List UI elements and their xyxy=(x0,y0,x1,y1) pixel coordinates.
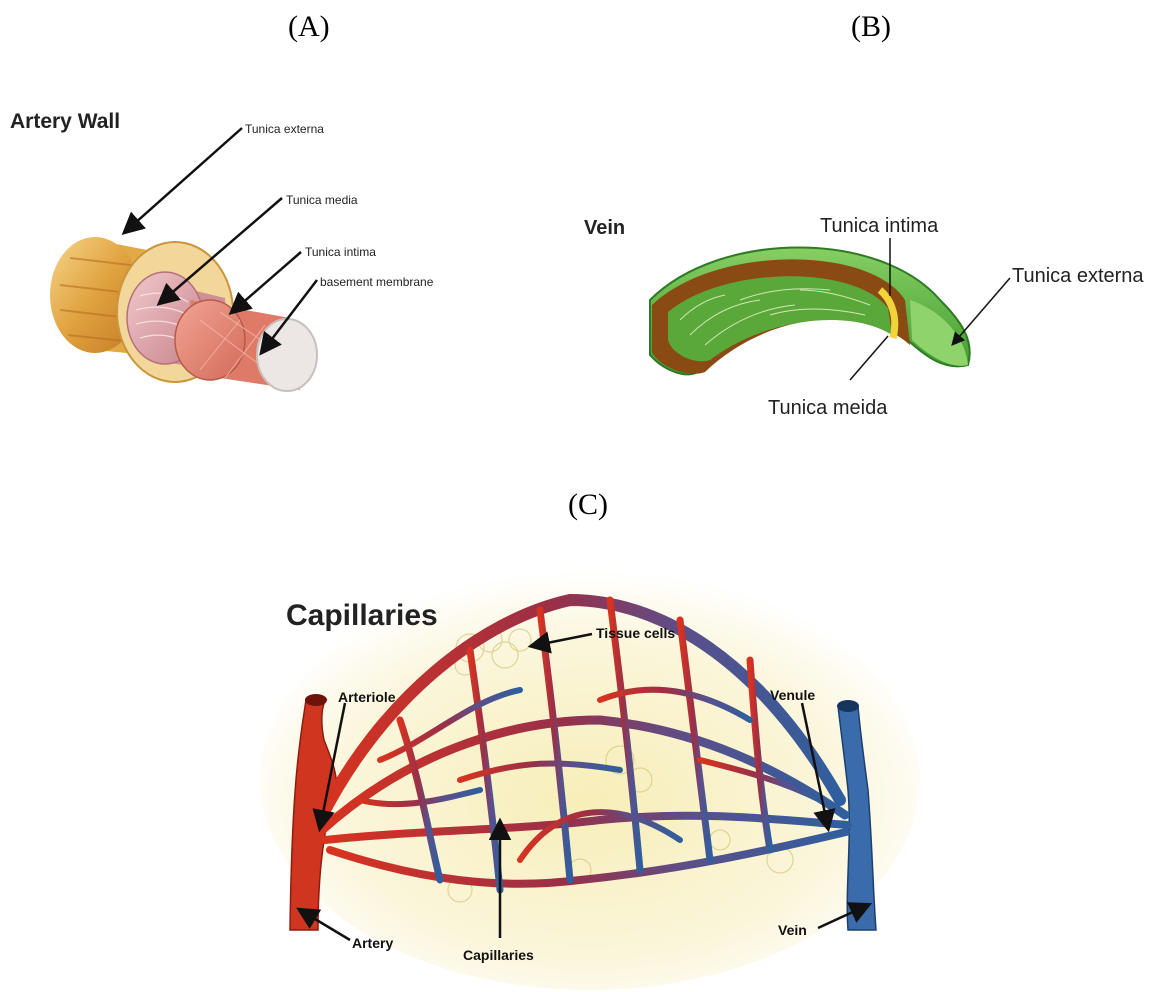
label-tissue-cells: Tissue cells xyxy=(596,625,675,641)
arrow-tunica-externa xyxy=(125,128,242,232)
label-vein-tunica-intima: Tunica intima xyxy=(820,215,939,237)
label-artery: Artery xyxy=(352,935,393,951)
label-artery-tunica-media: Tunica media xyxy=(286,193,358,207)
leader-vein-media xyxy=(850,336,888,380)
label-venule: Venule xyxy=(770,687,815,703)
capillary-bed-illustration: Capillaries Tissue cells Arteriole Venul… xyxy=(260,570,920,990)
artery-title: Artery Wall xyxy=(10,110,120,133)
artery-basement-end xyxy=(257,319,317,391)
label-vein-tunica-externa: Tunica externa xyxy=(1012,265,1144,287)
label-artery-tunica-intima: Tunica intima xyxy=(305,245,376,259)
vein-title: Vein xyxy=(584,217,625,239)
vein-illustration: Vein Tunica intima xyxy=(584,215,1144,419)
artery-intima-end xyxy=(175,300,245,380)
artery-opening xyxy=(305,694,327,706)
label-arteriole: Arteriole xyxy=(338,689,396,705)
vein-opening xyxy=(837,700,859,712)
label-capillaries: Capillaries xyxy=(463,947,534,963)
arrow-tunica-intima xyxy=(232,252,301,312)
capillaries-title: Capillaries xyxy=(286,599,438,632)
label-vein-tunica-meida: Tunica meida xyxy=(768,397,888,419)
label-artery-basement-membrane: basement membrane xyxy=(320,275,434,289)
label-artery-tunica-externa: Tunica externa xyxy=(245,122,324,136)
arrow-vein-externa xyxy=(953,278,1010,344)
artery-wall-illustration: Artery Wall xyxy=(10,110,434,391)
label-vein: Vein xyxy=(778,922,807,938)
